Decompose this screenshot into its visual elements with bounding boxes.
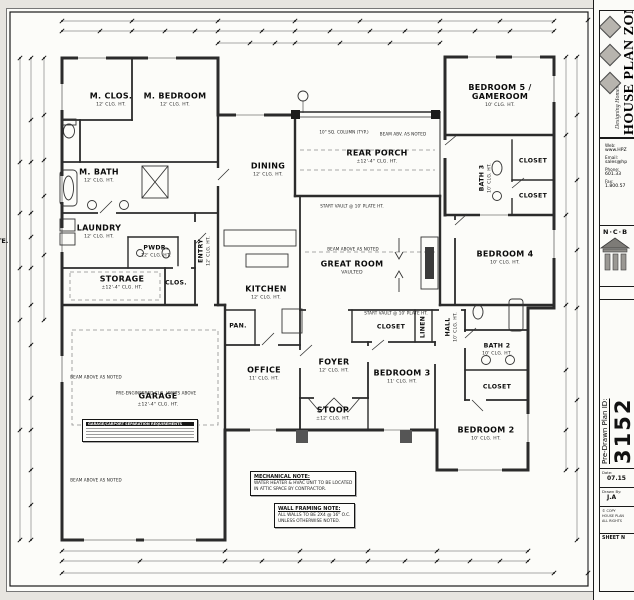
drawn-by-row: Drawn By: J.A <box>600 488 634 507</box>
sink <box>136 249 144 257</box>
wall-framing-note: WALL FRAMING NOTE: ALL WALLS TO BE 2X4 @… <box>274 503 355 528</box>
sheet-number: 3 <box>606 550 634 600</box>
dryer <box>59 232 76 246</box>
porch-column <box>291 110 300 119</box>
sink <box>505 355 515 365</box>
copyright-block: © COPY HOUSE PLAN ALL RIGHTS <box>600 507 634 534</box>
date-row: Date: 07.15 <box>600 469 634 488</box>
sink <box>119 200 129 210</box>
garage-separation-note: GARAGE/CARPORT SEPARATION REQUIREMENTS <box>82 419 198 443</box>
vault-arrow <box>394 270 404 292</box>
toilet <box>161 247 171 259</box>
contact-email: sales@hp <box>605 160 628 165</box>
kitchen-counter <box>223 229 297 247</box>
plan-id-number: 3152 <box>611 397 634 464</box>
windows <box>60 55 556 542</box>
toilet <box>491 160 503 176</box>
door-swings <box>99 134 525 413</box>
brand-tagline: Designing Homes <box>615 86 621 129</box>
toilet <box>63 123 75 139</box>
fireplace <box>420 236 439 290</box>
sink <box>492 191 502 201</box>
margin-note: TE. <box>0 237 9 245</box>
brand-name: HOUSE PLAN ZONE <box>622 11 634 135</box>
title-block: Designing Homes HOUSE PLAN ZONE Web: www… <box>593 0 634 600</box>
master-tub <box>59 169 78 207</box>
porch-column <box>431 110 440 119</box>
stoop-pier <box>296 430 308 443</box>
tub <box>508 298 524 332</box>
fixtures <box>59 90 524 365</box>
contact-phone: 601.33 <box>605 172 622 177</box>
toilet <box>472 304 484 320</box>
master-shower <box>141 165 169 199</box>
ncbdc-seal-graphic <box>600 237 631 271</box>
kitchen-island <box>245 253 289 268</box>
washer <box>59 218 76 232</box>
dimension-lines <box>17 17 591 576</box>
door-openings <box>98 140 514 402</box>
plan-id-block: Pre-Drawn Plan ID: 3152 <box>600 300 634 469</box>
stoop-pier <box>400 430 412 443</box>
drawn-by-value: J.A <box>607 494 617 501</box>
vault-arrow <box>394 238 404 260</box>
ceiling-dashed-lines <box>69 149 435 426</box>
ref-space <box>281 308 303 334</box>
contact-fax: 1.800.57 <box>605 184 626 189</box>
sink <box>481 355 491 365</box>
brand-logo: Designing Homes HOUSE PLAN ZONE <box>600 11 634 139</box>
mechanical-note: MECHANICAL NOTE: WATER HEATER & HVAC UNI… <box>250 471 357 496</box>
contact-web: www.HPZ <box>605 148 627 153</box>
sink <box>87 200 97 210</box>
date-value: 07.15 <box>607 475 626 482</box>
solid-elements <box>291 110 440 443</box>
sheet-number-block: SHEET N 3 <box>600 534 634 600</box>
contact-info: Web: www.HPZ Email: sales@hp Phone: 601.… <box>600 139 634 226</box>
tag-circle <box>297 90 309 102</box>
certification-seal: N·C·B <box>600 226 634 287</box>
plan-id-label: Pre-Drawn Plan ID: <box>601 398 609 464</box>
